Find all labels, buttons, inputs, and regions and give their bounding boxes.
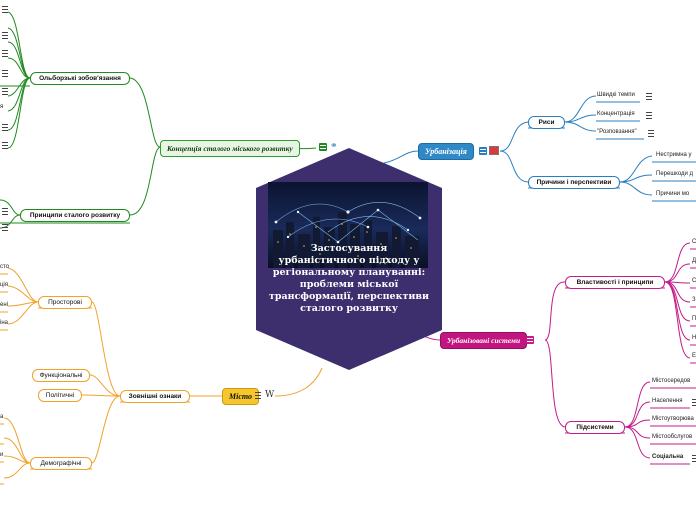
subtopic-olborg-obligations[interactable]: Ольборзькі зобов'язання xyxy=(30,72,130,85)
subtopic-external-features-label: Зовнішні ознаки xyxy=(128,393,182,400)
property-leaf[interactable]: Д xyxy=(692,258,696,264)
subtopic-causes-perspectives-label: Причини і перспективи xyxy=(536,179,612,186)
subtopic-sustainable-principles-label: Принципи сталого розвитку xyxy=(29,212,121,219)
spatial-leaf[interactable]: іна xyxy=(0,320,8,326)
subtopic-demographic[interactable]: Демографічні xyxy=(30,457,92,470)
notes-icon[interactable] xyxy=(2,6,8,13)
notes-icon[interactable] xyxy=(319,143,327,151)
subsystem-leaf[interactable]: Містообслугов xyxy=(652,434,693,440)
topic-urban-systems-label: Урбанізовані системи xyxy=(447,336,521,345)
property-leaf[interactable]: С xyxy=(692,239,696,245)
topic-urban-systems[interactable]: Урбанізовані системи xyxy=(440,332,528,349)
leaf-sprawl[interactable]: "Розповзання" xyxy=(597,129,637,135)
demographic-leaf[interactable]: и xyxy=(0,452,4,458)
subtopic-olborg-obligations-label: Ольборзькі зобов'язання xyxy=(39,75,121,82)
notes-icon[interactable] xyxy=(479,147,487,155)
property-leaf[interactable]: Н xyxy=(692,335,696,341)
topic-city-label: Місто xyxy=(229,392,253,401)
property-leaf[interactable]: Е xyxy=(692,353,696,359)
spatial-leaf[interactable]: сто xyxy=(0,264,10,270)
notes-icon[interactable] xyxy=(2,32,8,39)
subsystem-leaf[interactable]: Містоутворюва xyxy=(652,416,694,422)
notes-icon[interactable] xyxy=(2,224,8,231)
property-leaf[interactable]: З xyxy=(692,297,696,303)
subtopic-properties-principles[interactable]: Властивості і принципи xyxy=(565,276,665,289)
central-topic-title[interactable]: Застосування урбаністичного підходу у ре… xyxy=(268,243,430,314)
subsystem-leaf[interactable]: Містосередов xyxy=(652,378,691,384)
obligation-leaf[interactable]: я xyxy=(0,104,4,110)
subtopic-external-features[interactable]: Зовнішні ознаки xyxy=(120,390,190,403)
notes-icon[interactable] xyxy=(2,208,8,215)
subsystem-leaf[interactable]: Населення xyxy=(652,398,683,404)
notes-icon[interactable] xyxy=(526,336,534,344)
leaf-concentration[interactable]: Концентрація xyxy=(597,111,635,117)
topic-sustainable-development[interactable]: Концепція сталого міського розвитку xyxy=(160,140,300,157)
subtopic-subsystems-label: Підсистеми xyxy=(576,424,614,431)
subsystem-leaf[interactable]: Соціальна xyxy=(652,454,684,460)
city-network-photo xyxy=(268,182,428,268)
subtopic-features-label: Риси xyxy=(538,119,555,126)
leaf-obstacles[interactable]: Перешкоди д xyxy=(656,171,694,177)
topic-sustainable-development-label: Концепція сталого міського розвитку xyxy=(167,144,293,153)
subtopic-subsystems[interactable]: Підсистеми xyxy=(565,421,625,434)
spatial-leaf[interactable]: ені xyxy=(0,302,8,308)
notes-icon[interactable] xyxy=(2,50,8,57)
notes-icon[interactable] xyxy=(2,70,8,77)
notes-icon[interactable] xyxy=(2,88,8,95)
subtopic-features[interactable]: Риси xyxy=(528,116,565,129)
property-leaf[interactable]: С xyxy=(692,278,696,284)
notes-icon[interactable] xyxy=(648,130,654,137)
topic-urbanization[interactable]: Урбанізація xyxy=(418,143,474,160)
leaf-fast-pace[interactable]: Швидкі темпи xyxy=(597,92,635,98)
subtopic-causes-perspectives[interactable]: Причини і перспективи xyxy=(528,176,620,189)
subtopic-spatial-label: Просторові xyxy=(48,299,82,306)
subtopic-functional-label: Функціональні xyxy=(39,372,83,379)
subtopic-sustainable-principles[interactable]: Принципи сталого розвитку xyxy=(20,209,130,222)
property-leaf[interactable]: П xyxy=(692,316,696,322)
flag-icon[interactable] xyxy=(489,146,499,155)
subtopic-functional[interactable]: Функціональні xyxy=(32,369,90,382)
subtopic-political-label: Політичні xyxy=(45,392,75,399)
leaf-uncontrolled[interactable]: Нестримна у xyxy=(656,152,692,158)
topic-city[interactable]: Місто xyxy=(222,388,260,405)
spatial-leaf[interactable]: ція xyxy=(0,282,9,288)
subtopic-political[interactable]: Політичні xyxy=(38,389,82,402)
notes-icon[interactable] xyxy=(646,112,652,119)
demographic-leaf[interactable]: а xyxy=(0,414,4,420)
subtopic-properties-principles-label: Властивості і принципи xyxy=(576,279,654,286)
notes-icon[interactable] xyxy=(692,455,696,462)
notes-icon[interactable] xyxy=(692,399,696,406)
notes-icon[interactable] xyxy=(2,142,8,149)
word-icon[interactable]: W xyxy=(265,390,275,400)
subtopic-spatial[interactable]: Просторові xyxy=(38,296,92,309)
subtopic-demographic-label: Демографічні xyxy=(40,460,82,467)
leaf-reasons[interactable]: Причини мо xyxy=(656,191,690,197)
notes-icon[interactable] xyxy=(255,392,261,399)
link-icon[interactable]: ⚭ xyxy=(330,140,338,150)
topic-urbanization-label: Урбанізація xyxy=(425,147,467,156)
notes-icon[interactable] xyxy=(2,124,8,131)
notes-icon[interactable] xyxy=(646,93,652,100)
